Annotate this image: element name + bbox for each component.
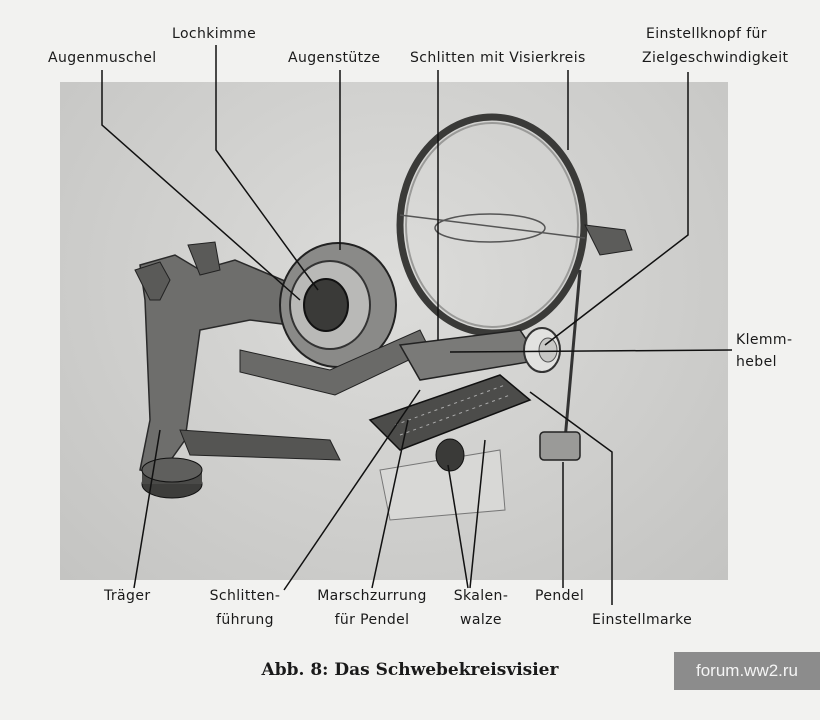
leader-traeger: [133, 429, 161, 589]
leader-einstellmarke: [529, 391, 613, 605]
leader-schlittenfuehrung: [283, 389, 421, 591]
label-skalenwalze-line2: walze: [460, 612, 502, 628]
watermark: forum.ww2.ru: [674, 652, 820, 690]
device-pendulum-rod: [563, 269, 582, 441]
leader-klemmhebel: [449, 349, 733, 353]
label-schlitten: Schlitten mit Visierkreis: [410, 50, 586, 66]
label-einstellmarke: Einstellmarke: [592, 612, 693, 628]
label-augenmuschel: Augenmuschel: [48, 50, 157, 66]
device-frame-upright-right: [187, 241, 221, 276]
label-lochkimme: Lochkimme: [172, 26, 257, 42]
leader-augenmuschel: [101, 70, 301, 301]
leader-skalenwalze-b: [469, 439, 486, 589]
label-traeger: Träger: [104, 588, 151, 604]
label-klemmhebel-line2: hebel: [736, 354, 777, 370]
device-scale-roller: [368, 374, 532, 451]
device-eyepiece-hole: [303, 278, 349, 332]
leader-marschzurrung: [371, 419, 409, 589]
figure-caption: Abb. 8: Das Schwebekreisvisier: [261, 660, 559, 680]
label-skalenwalze-line1: Skalen-: [453, 588, 509, 604]
label-einstellknopf-line1: Einstellknopf für: [646, 26, 767, 42]
leader-skalenwalze-a: [447, 464, 469, 589]
device-lower-rail: [179, 429, 341, 461]
device-roller-knob: [435, 438, 465, 472]
leader-einstellknopf: [544, 72, 689, 346]
device-sight-ring: [396, 113, 588, 337]
label-augenstuetze: Augenstütze: [288, 50, 381, 66]
label-pendel: Pendel: [535, 588, 585, 604]
leader-lochkimme: [215, 45, 319, 291]
leader-lines: [101, 45, 733, 605]
device-sight-ring-cross: [434, 213, 546, 243]
device-pendulum-weight: [539, 431, 581, 461]
label-schlittenfuehrung-line1: Schlitten-: [209, 588, 281, 604]
device-ring-bracket: [584, 224, 633, 256]
label-klemmhebel-line1: Klemm-: [736, 332, 793, 348]
label-einstellknopf-line2: Zielgeschwindigkeit: [642, 50, 789, 66]
label-schlittenfuehrung-line2: führung: [216, 612, 274, 628]
label-marschzurrung-line2: für Pendel: [334, 612, 410, 628]
label-marschzurrung-line1: Marschzurrung: [317, 588, 427, 604]
device-frame-upright-left: [134, 261, 171, 301]
